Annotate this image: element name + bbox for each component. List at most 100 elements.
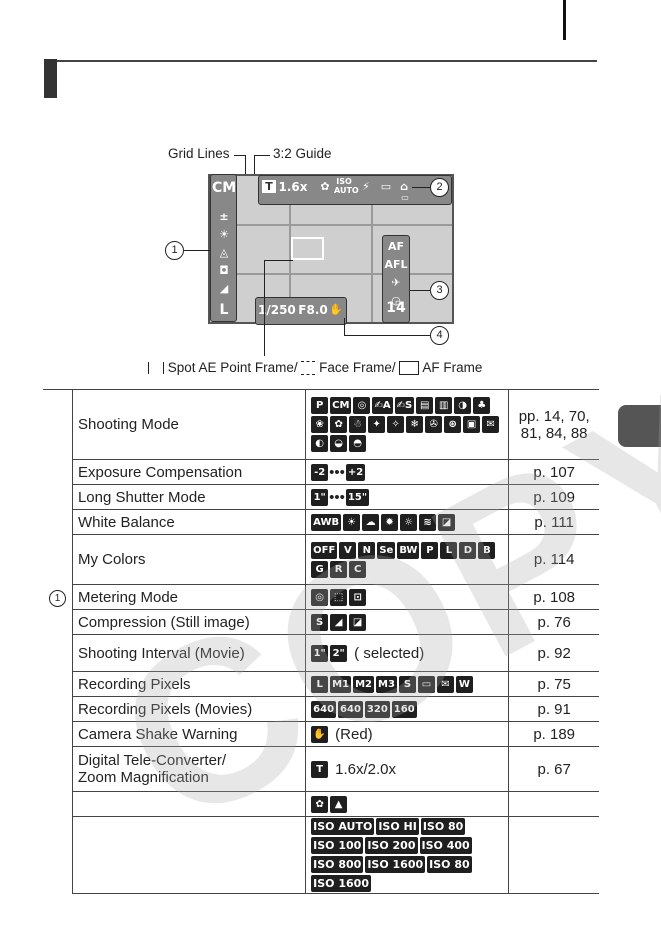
display-icon: M3 bbox=[376, 675, 397, 693]
display-icon: 15" bbox=[345, 488, 370, 506]
face-frame-label: Face Frame/ bbox=[319, 360, 396, 375]
display-icon: 1" bbox=[311, 644, 329, 662]
display-icon: ◎ bbox=[311, 588, 329, 606]
display-icon: Se bbox=[377, 541, 396, 559]
page-marker-bar bbox=[563, 0, 566, 40]
display-icon: ◪ bbox=[349, 613, 367, 631]
item-name: Recording Pixels (Movies) bbox=[71, 696, 306, 722]
spot-frame-label: Spot AE Point Frame/ bbox=[167, 360, 298, 375]
page-reference bbox=[508, 791, 599, 817]
display-icon: ◎ bbox=[353, 397, 371, 414]
compression-icon: ◢ bbox=[219, 282, 229, 295]
frames-legend: Spot AE Point Frame/ Face Frame/ AF Fram… bbox=[148, 360, 482, 376]
wb-icon: ☀ bbox=[219, 228, 229, 241]
shutter-readout: 1/250 bbox=[258, 303, 296, 317]
icon-note: 1.6x/2.0x bbox=[335, 760, 397, 778]
display-icon: ≋ bbox=[419, 513, 437, 531]
display-icon: BW bbox=[397, 541, 420, 559]
item-name: Shooting Interval (Movie) bbox=[71, 634, 306, 672]
group-cell bbox=[43, 485, 72, 510]
section-header-rule bbox=[57, 60, 597, 62]
page-reference: p. 111 bbox=[508, 509, 599, 535]
bottom-icon-strip bbox=[255, 297, 347, 325]
guide-32-label: 3:2 Guide bbox=[273, 146, 332, 161]
page-reference: p. 108 bbox=[508, 584, 599, 610]
display-icon: L bbox=[440, 541, 458, 559]
item-name: White Balance bbox=[71, 509, 306, 535]
display-icon: ✧ bbox=[387, 416, 405, 433]
callout-1: 1 bbox=[165, 241, 184, 260]
range-separator: ••• bbox=[329, 488, 345, 506]
display-icon: ✉ bbox=[436, 675, 454, 693]
display-icon: ◢ bbox=[330, 613, 348, 631]
display-icon: ISO 200 bbox=[365, 837, 418, 854]
display-icon: ISO 800 bbox=[311, 856, 364, 873]
display-icon: ◓ bbox=[349, 435, 367, 452]
display-icon: ISO 1600 bbox=[365, 856, 426, 873]
display-icon: 640 bbox=[338, 700, 363, 718]
display-icon: ◑ bbox=[454, 397, 472, 414]
display-icon: 640 bbox=[311, 700, 337, 718]
callout-2: 2 bbox=[430, 178, 449, 197]
page-reference: p. 114 bbox=[508, 534, 599, 585]
display-icon: ☼ bbox=[400, 513, 418, 531]
display-icon: D bbox=[459, 541, 477, 559]
item-icons: AWB☀☁✹☼≋◪ bbox=[305, 509, 509, 535]
table-row: Shooting Interval (Movie)1"2"( selected)… bbox=[43, 634, 599, 672]
page-reference: pp. 14, 70, 81, 84, 88 bbox=[508, 389, 599, 460]
table-row: Camera Shake Warning✋(Red)p. 189 bbox=[43, 721, 599, 747]
display-icon: ✍A bbox=[372, 397, 393, 414]
display-icon: ♣ bbox=[473, 397, 491, 414]
display-icon: +2 bbox=[345, 463, 366, 481]
group-1-marker: 1 bbox=[48, 589, 66, 607]
display-icon: ISO AUTO bbox=[311, 818, 375, 835]
group-cell bbox=[43, 535, 72, 585]
display-icon: ☁ bbox=[362, 513, 380, 531]
display-icon: 160 bbox=[391, 700, 417, 718]
display-icon: ✹ bbox=[381, 513, 399, 531]
lock-icon: ⌂ bbox=[400, 180, 408, 193]
display-icon: ☃ bbox=[349, 416, 367, 433]
group-cell bbox=[43, 747, 72, 792]
item-name: Compression (Still image) bbox=[71, 609, 306, 635]
display-icon: W bbox=[455, 675, 473, 693]
callout-1-leader bbox=[184, 250, 210, 251]
grid-line-v2 bbox=[371, 176, 373, 322]
spot-frame-icon bbox=[148, 362, 164, 375]
range-separator: ••• bbox=[329, 463, 345, 481]
guide-leader-h bbox=[254, 155, 270, 156]
display-icon: ✿ bbox=[311, 795, 329, 813]
display-icon: ISO 80 bbox=[420, 818, 466, 835]
item-icons: 1"2"( selected) bbox=[305, 634, 509, 672]
item-name bbox=[71, 791, 306, 817]
stabilizer-icon: ✈ bbox=[391, 276, 401, 289]
group-cell bbox=[43, 817, 72, 894]
group-cell bbox=[43, 610, 72, 635]
display-icon: ✉ bbox=[482, 416, 500, 433]
display-icon: B bbox=[478, 541, 496, 559]
display-icon: ISO HI bbox=[376, 818, 419, 835]
page-reference bbox=[508, 816, 599, 894]
display-icon: P bbox=[421, 541, 439, 559]
item-name bbox=[71, 816, 306, 894]
display-icon: ▥ bbox=[435, 397, 453, 414]
guide-leader-v bbox=[254, 155, 255, 190]
callout-2-leader bbox=[412, 187, 430, 188]
macro-icon: ✿ bbox=[320, 180, 330, 193]
icon-note: (Red) bbox=[335, 725, 373, 743]
section-header-block bbox=[44, 59, 57, 98]
mode-icon: CM bbox=[212, 180, 237, 196]
display-icon: ✿ bbox=[330, 416, 348, 433]
top-icon-strip bbox=[258, 175, 452, 205]
display-icon: ▲ bbox=[330, 795, 348, 813]
group-cell bbox=[43, 510, 72, 535]
display-icon: ⊛ bbox=[444, 416, 462, 433]
page-reference: p. 92 bbox=[508, 634, 599, 672]
